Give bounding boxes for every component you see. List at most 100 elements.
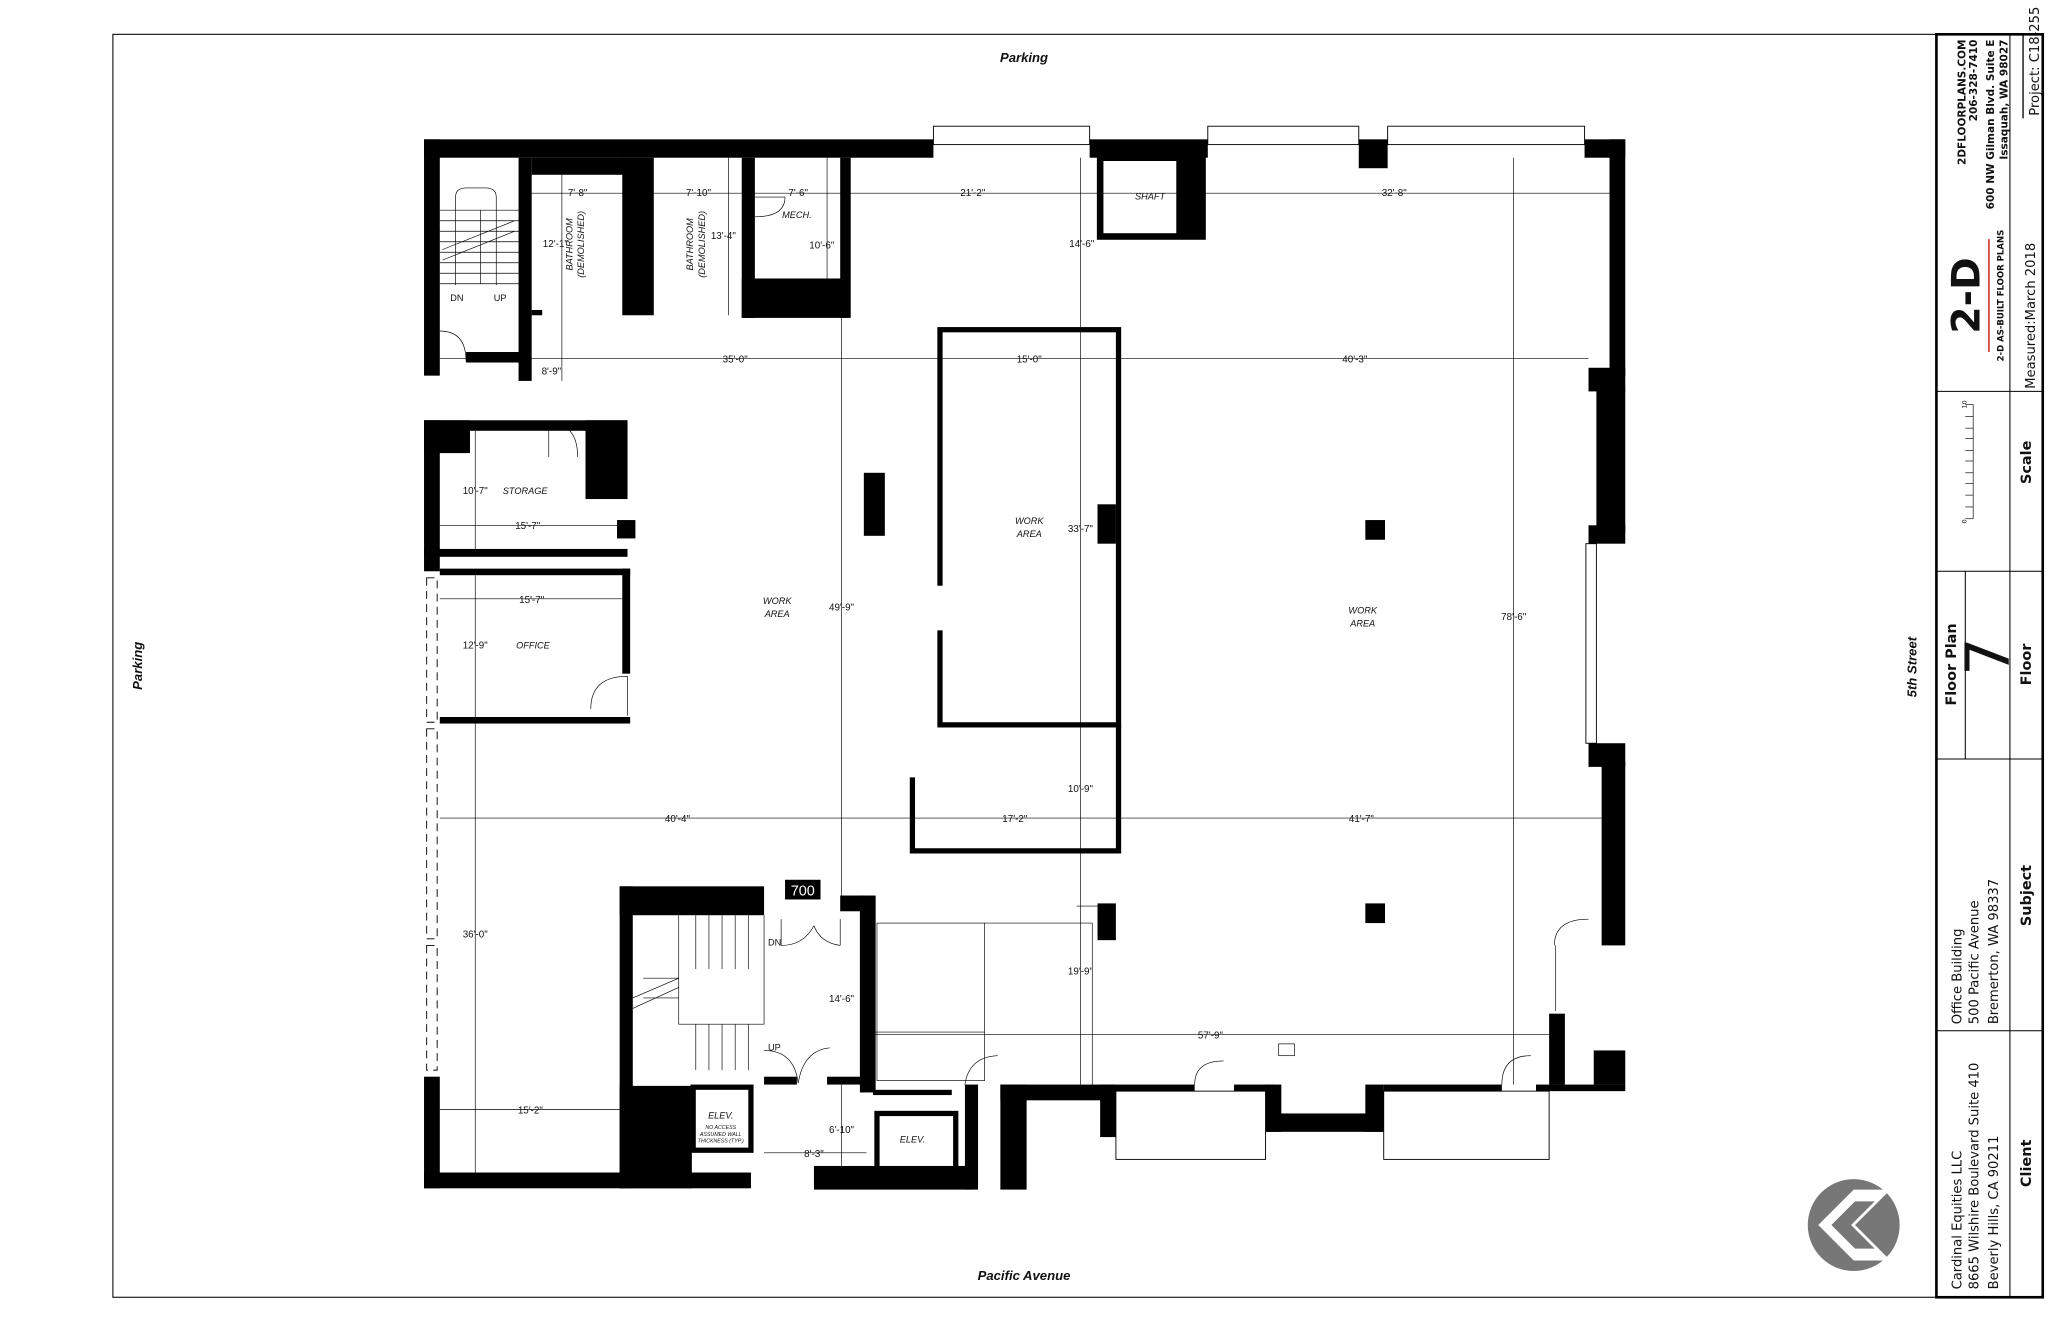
project-number: Project: C18-255 <box>2028 7 2043 116</box>
dims-14-text: 15'-7" <box>515 521 541 532</box>
plan-drawing-mark <box>934 585 946 631</box>
plan-drawing-mark <box>548 422 578 458</box>
plan-drawing-mark <box>1601 761 1626 946</box>
plan-drawing-mark <box>1176 157 1206 240</box>
plan-drawing-mark <box>1383 1090 1550 1160</box>
plan-drawing-mark <box>1936 34 2043 1298</box>
plan-drawing-mark <box>1593 1050 1626 1085</box>
company-logo-text: 2-D AS-BUILT FLOOR PLANS <box>1996 230 2006 362</box>
dims-26-text: 19'-9" <box>1068 966 1094 977</box>
plan-drawing-mark <box>932 125 1091 146</box>
plan-drawing-mark <box>876 922 985 1081</box>
plan-drawing-mark <box>754 196 786 218</box>
dims-30-text: 8'-3" <box>804 1149 824 1160</box>
plan-drawing-mark <box>859 895 876 1093</box>
plan-drawing-mark <box>1115 1090 1267 1160</box>
plan-drawing-mark <box>741 157 755 318</box>
plan-drawing-mark <box>1585 543 1597 744</box>
dims-22-text: 41'-7" <box>1349 814 1375 825</box>
plan-drawing-mark <box>964 1084 979 1190</box>
dims-15-text: 15'-7" <box>519 595 545 606</box>
plan-drawing-mark <box>531 157 624 175</box>
plan-drawing-mark <box>937 327 1122 728</box>
plan-drawing-mark <box>1265 1084 1282 1132</box>
sheet-border <box>112 33 2044 1298</box>
storage-label: STORAGE <box>503 486 549 496</box>
room-labels: BATHROOM (DEMOLISHED) BATHROOM (DEMOLISH… <box>503 192 1378 1145</box>
title-block-scale-min-text: 0 <box>1961 519 1969 523</box>
dims-20-text: 40'-4" <box>665 814 691 825</box>
plan-drawing-mark <box>622 568 631 674</box>
site-label-top: Parking <box>1000 50 1048 65</box>
plan-drawing-mark <box>439 330 467 362</box>
plan-drawing-mark <box>1076 905 1589 1085</box>
title-block-client-label-text: Client <box>2019 1140 2035 1188</box>
stair-up-label: UP <box>494 293 507 303</box>
plan-drawing-mark <box>1365 520 1386 540</box>
rooms-area-text: AREA <box>1016 529 1042 539</box>
plan-drawing-mark <box>439 568 631 576</box>
title-block-company-web-text: 2DFLOORPLANS.COM <box>1956 40 1968 165</box>
title-block-subject-3-text: Bremerton, WA 98337 <box>1987 879 2002 1024</box>
plan-drawing-mark <box>863 472 885 536</box>
plan-drawing-mark <box>1365 1084 1384 1132</box>
dims-6-text: 13'-4" <box>711 231 737 242</box>
plan-drawing-mark <box>1588 525 1626 544</box>
plan-drawing-mark <box>764 1047 830 1084</box>
plan-drawing-mark <box>424 420 470 454</box>
plan-drawing-mark <box>873 922 1093 1085</box>
site-label-bottom: Pacific Avenue <box>978 1268 1071 1283</box>
plan-drawing-mark <box>619 886 765 916</box>
plan-drawing-mark <box>1609 139 1626 376</box>
title-block-client-3-text: Beverly Hills, CA 90211 <box>1987 1136 2002 1290</box>
left-windows <box>426 543 1597 1071</box>
plan-drawing-mark <box>531 310 543 316</box>
scale-bar <box>1965 404 1974 520</box>
plan-drawing-mark <box>424 139 440 376</box>
dims-5-text: 12'-1" <box>543 239 569 250</box>
site-label-left: Parking <box>130 642 145 690</box>
plan-drawing-mark <box>741 278 847 318</box>
title-block-company-phone-text: 206-328-7410 <box>1968 40 1980 122</box>
office-label: OFFICE <box>516 641 551 651</box>
rooms-no-access-2-text: ASSUMED WALL <box>699 1132 742 1138</box>
dims-10-text: 35'-0" <box>723 355 749 366</box>
plan-drawing-mark <box>455 187 497 286</box>
building-walls: DN UP <box>424 125 1626 1190</box>
rooms-no-access-1-text: NO ACCESS <box>705 1125 736 1131</box>
plan-drawing-mark <box>1234 1084 1274 1092</box>
bathroom-2-label: BATHROOM <box>685 218 695 271</box>
plan-drawing-mark <box>426 577 438 723</box>
dims-27-text: 57'-9" <box>1198 1031 1224 1042</box>
plan-drawing-mark <box>426 728 438 940</box>
title-block-company-addr1-text: 600 NW Gilman Blvd. Suite E <box>1985 40 1997 210</box>
plan-drawing-mark <box>840 157 851 318</box>
bathroom-1-label: BATHROOM <box>564 218 574 271</box>
dims-17-text: 33'-7" <box>1068 524 1094 535</box>
north-arrow-icon <box>1807 1179 1900 1271</box>
plan-drawing-mark <box>1383 1084 1502 1092</box>
work-area-2-label: WORK <box>1015 516 1044 526</box>
shaft-label: SHAFT <box>1135 192 1166 202</box>
title-block: 2-D 2-D AS-BUILT FLOOR PLANS 2DFLOORPLAN… <box>1935 7 2045 1299</box>
plan-drawing-mark <box>632 977 679 1009</box>
plan-drawing-mark <box>622 157 654 316</box>
plan-drawing-mark <box>617 520 636 539</box>
plan-drawing-mark <box>827 1076 867 1085</box>
plan-drawing-mark <box>780 919 841 946</box>
plan-drawing-mark <box>1089 139 1208 158</box>
rooms-area-text: AREA <box>1349 618 1375 628</box>
plan-drawing-mark <box>590 675 628 716</box>
plan-drawing-mark <box>424 420 628 431</box>
plan-drawing-mark <box>1097 903 1116 941</box>
rooms-dn-text: DN <box>768 937 781 947</box>
title-block-subject-2-text: 500 Pacific Avenue <box>1967 900 1982 1024</box>
plan-drawing-mark <box>874 1110 959 1180</box>
plan-drawing-mark <box>690 1084 754 1153</box>
plan-drawing-mark <box>424 420 440 572</box>
plan-drawing-mark <box>873 1089 952 1096</box>
plan-drawing-mark <box>619 1085 692 1189</box>
dims-16-text: 12'-9" <box>463 641 489 652</box>
rooms-area-text: AREA <box>764 609 790 619</box>
